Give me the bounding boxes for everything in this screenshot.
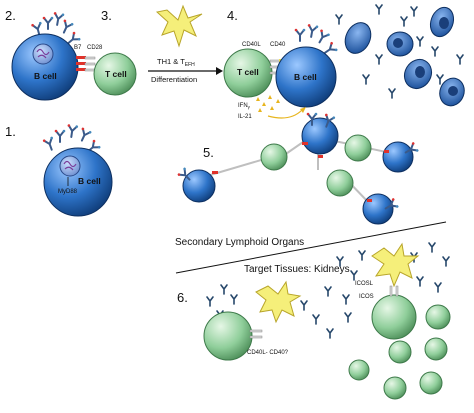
cytokine-triangles <box>256 95 280 112</box>
secondary-lymphoid-label: Secondary Lymphoid Organs <box>175 237 304 248</box>
icos-label: ICOS <box>359 294 374 300</box>
step-2-b7-cd28-receptors <box>76 56 96 72</box>
cd40l-label: CD40L <box>242 42 261 48</box>
step-6-dendritic-cell-left <box>255 280 302 324</box>
step-1-b-cell-label: B cell <box>78 176 101 186</box>
step-5-number: 5. <box>203 145 214 160</box>
cd40-label: CD40 <box>270 42 286 48</box>
step-2-b-cell <box>11 33 79 101</box>
region-divider <box>175 221 447 274</box>
arrow-label-line2: Differentiation <box>151 75 197 84</box>
myd88-label: MyD88 <box>58 189 78 195</box>
step-1-b-cell-nucleus <box>59 155 81 177</box>
ifn-label: IFNγ <box>238 103 251 110</box>
cytokine-arrow <box>267 109 303 119</box>
icosl-label: ICOSL <box>355 281 374 287</box>
differentiation-arrowhead <box>216 67 223 75</box>
cd28-label: CD28 <box>87 45 103 51</box>
step-5-t-cells <box>260 134 372 197</box>
step-2-t-cell-label: T cell <box>105 69 127 79</box>
step-2-b-cell-nucleus <box>32 43 54 65</box>
step-6-cd40l-receptor-2 <box>249 335 263 339</box>
step-2-b-cell-label: B cell <box>34 71 57 81</box>
b7-label: B7 <box>74 45 82 51</box>
step-6-t-cell-left <box>203 311 253 361</box>
cd40l-cd40-label: CD40L- CD40? <box>247 350 289 356</box>
step-4-b-cell-label: B cell <box>294 72 317 82</box>
step-3-dendritic-cell <box>155 4 203 48</box>
target-tissues-label: Target Tissues: Kidneys <box>244 264 350 275</box>
step-6-icos-receptor <box>389 285 393 297</box>
step-6-cd40l-receptor <box>249 329 263 333</box>
step-1-number: 1. <box>5 124 16 139</box>
step-2-antigen-icon <box>36 48 50 59</box>
step-6-t-cell-right <box>371 294 417 340</box>
step-4-number: 4. <box>227 8 238 23</box>
plasma-cells <box>344 6 465 107</box>
step-6-icos-receptor-2 <box>395 285 399 297</box>
il21-label: IL-21 <box>238 114 252 120</box>
step-2-t-cell <box>93 52 137 96</box>
step-6-small-t-cells <box>348 304 451 400</box>
step-2-number: 2. <box>5 8 16 23</box>
step-6-dendritic-cell-right <box>371 242 420 288</box>
step-4-t-cell-label: T cell <box>237 67 259 77</box>
cytokine-arrowhead <box>300 107 306 113</box>
step-1-antigen-icon <box>63 160 77 171</box>
step-5-red-receptors <box>212 142 389 202</box>
step-6-number: 6. <box>177 290 188 305</box>
step-3-number: 3. <box>101 8 112 23</box>
arrow-label-line1: TH1 & TEFH <box>157 57 195 68</box>
